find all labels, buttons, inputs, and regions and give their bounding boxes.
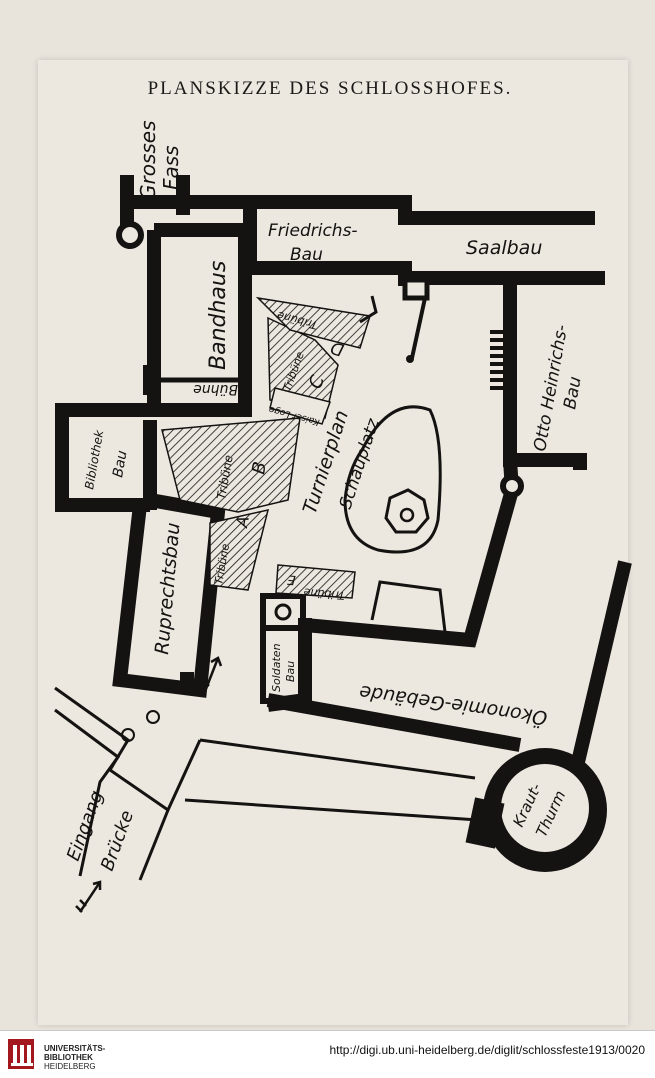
ruprechtsbau-corner (180, 672, 194, 694)
label-friedrichsbau-1: Friedrichs- (268, 221, 358, 241)
label-letter-e: E (286, 571, 296, 587)
library-name-main: UNIVERSITÄTS-BIBLIOTHEK (44, 1044, 106, 1062)
label-buehne: Bühne (193, 381, 238, 397)
schauplatz-arena (343, 405, 442, 554)
library-name: UNIVERSITÄTS-BIBLIOTHEK HEIDELBERG (44, 1044, 144, 1071)
source-url-link[interactable]: http://digi.ub.uni-heidelberg.de/diglit/… (329, 1043, 645, 1057)
library-seal-icon (8, 1039, 34, 1069)
label-soldatenbau-2: Bau (284, 661, 297, 682)
bandhaus-buttress (143, 365, 157, 395)
soldatenbau-walls (260, 593, 306, 704)
label-grosses: Grosses (136, 120, 160, 200)
label-bibliothek-1: Bibliothek (82, 428, 106, 490)
gate-markers (121, 710, 160, 742)
tribune-b (161, 417, 301, 513)
label-bruecke: Brücke (97, 808, 138, 874)
label-otto-heinrichsbau-2: Bau (560, 375, 585, 411)
footer-bar: UNIVERSITÄTS-BIBLIOTHEK HEIDELBERG http:… (0, 1030, 655, 1078)
map-title: PLANSKIZZE DES SCHLOSSHOFES. (147, 78, 513, 99)
rail-post (406, 355, 414, 363)
library-city: HEIDELBERG (44, 1062, 96, 1071)
label-bandhaus: Bandhaus (206, 261, 231, 370)
university-library-logo[interactable]: UNIVERSITÄTS-BIBLIOTHEK HEIDELBERG (6, 1037, 156, 1073)
otto-heinrichsbau-steps (490, 330, 504, 390)
kaiserloge-box (269, 387, 331, 425)
courtyard-arrow-icon (198, 656, 223, 695)
label-bibliothek-2: Bau (110, 449, 130, 479)
scanned-page: PLANSKIZZE DES SCHLOSSHOFES. (0, 0, 655, 1030)
bandhaus-walls (147, 223, 252, 417)
entrance-arrow-icon (75, 880, 102, 913)
label-ruprechtsbau: Ruprechtsbau (151, 522, 184, 656)
label-letter-a: A (232, 515, 253, 530)
otto-heinrichsbau-tower (500, 474, 524, 498)
label-tribune-e: Tribüne (303, 585, 345, 602)
fountain-outline (370, 580, 447, 633)
label-letter-d: D (328, 337, 346, 360)
label-saalbau: Saalbau (466, 237, 542, 259)
stair-rail (410, 297, 427, 359)
label-eingang: Eingang (63, 788, 108, 864)
tribune-e (275, 564, 356, 599)
tribune-d (255, 295, 378, 349)
label-fass: Fass (159, 145, 183, 190)
label-friedrichsbau-2: Bau (290, 245, 323, 265)
tribune-a (209, 509, 270, 591)
soldatenbau-well (274, 603, 292, 621)
label-soldatenbau-1: Soldaten (270, 643, 283, 692)
krautthurm (465, 748, 607, 872)
castle-courtyard-plan: Grosses Fass Friedrichs- Bau Saalbau Ban… (54, 120, 632, 913)
label-letter-b: B (248, 460, 271, 476)
ruprechtsbau-walls (112, 491, 226, 698)
entrance-road (54, 686, 479, 881)
bibliothek-walls (55, 403, 157, 512)
stair-block (402, 277, 430, 301)
